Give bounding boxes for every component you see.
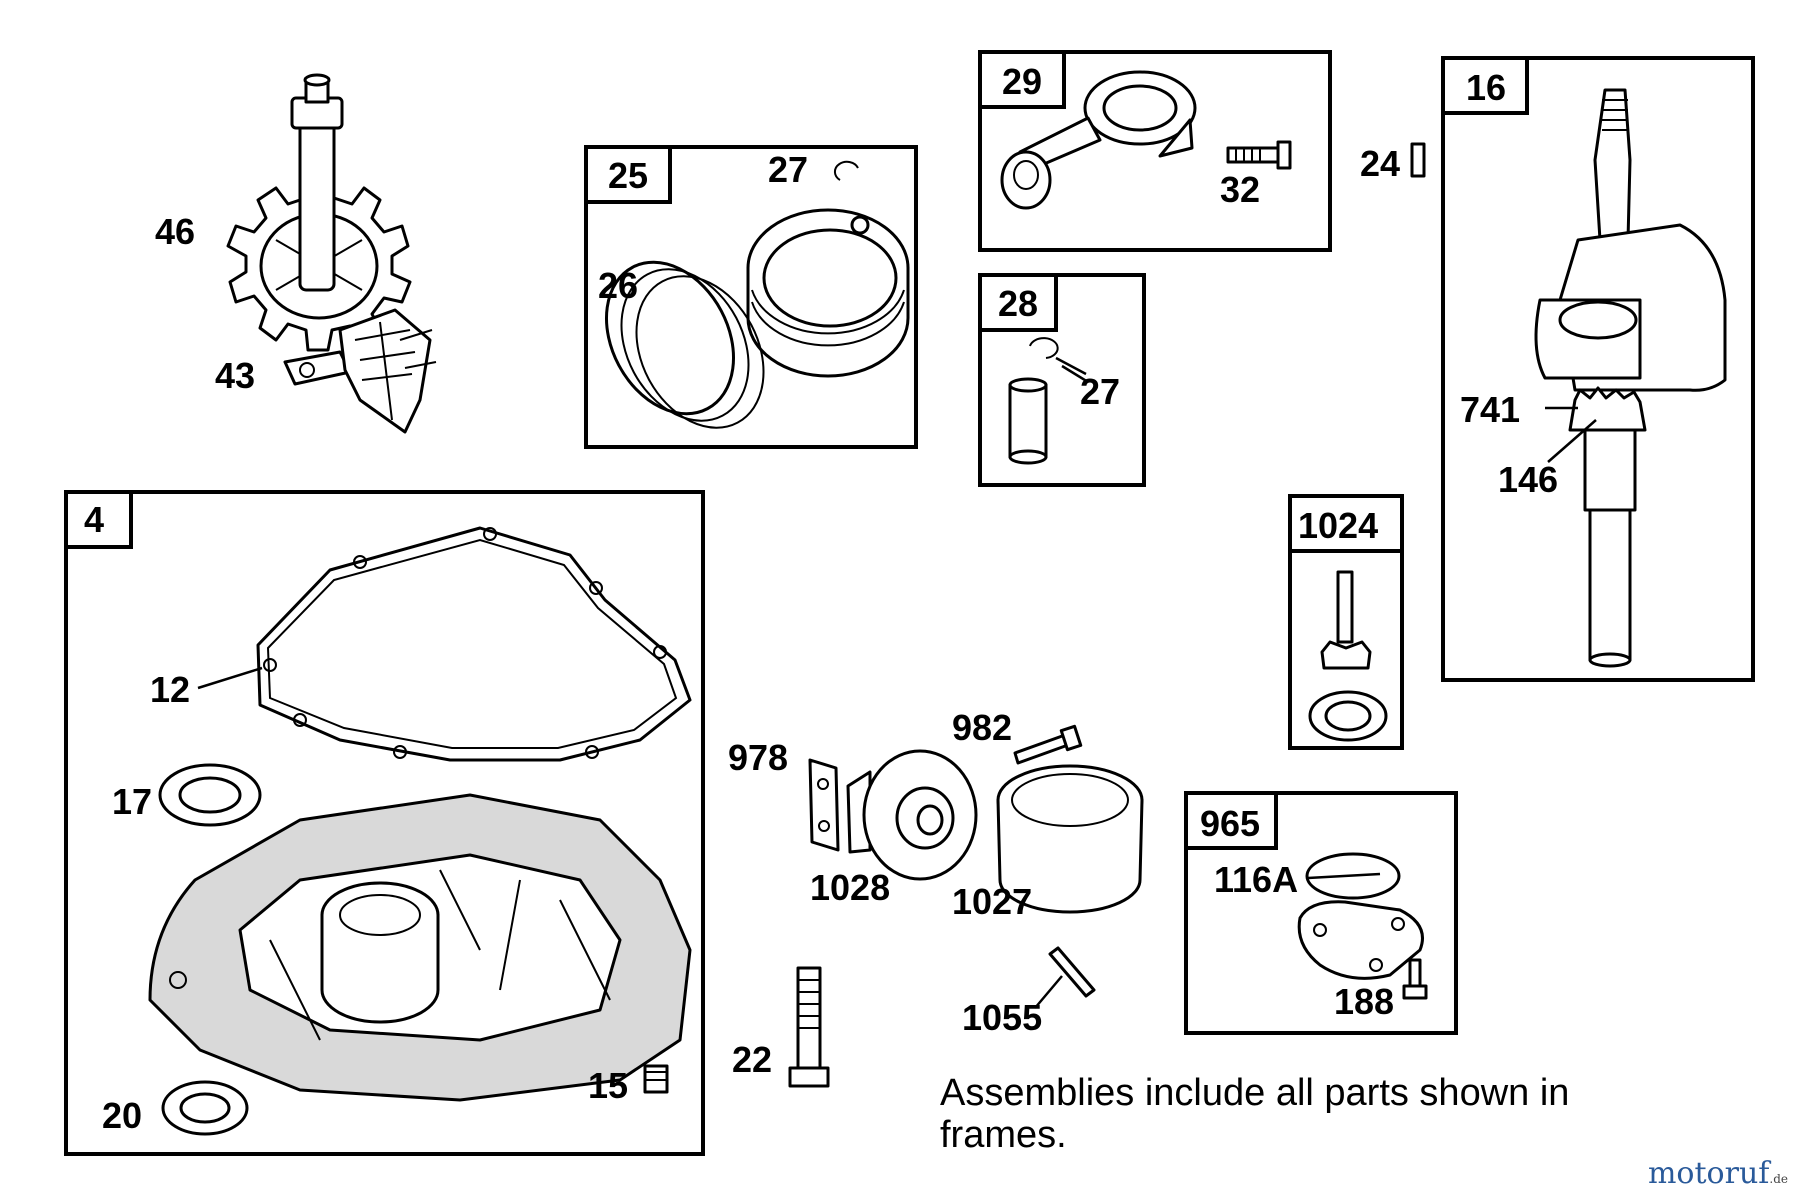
- part-label-32: 32: [1220, 169, 1260, 210]
- oil-pump-part: [1308, 570, 1388, 742]
- pin-retainer-part: [1029, 337, 1059, 359]
- oil-seal-small-part: [161, 1080, 249, 1136]
- crank-key-part: [1410, 142, 1426, 178]
- filter-bolt-part: [1013, 724, 1083, 765]
- part-label-20: 20: [102, 1095, 142, 1136]
- logo-suffix: .de: [1769, 1172, 1788, 1186]
- logo-text: motoruf: [1647, 1156, 1770, 1191]
- part-label-1027: 1027: [952, 881, 1032, 922]
- part-label-17: 17: [112, 781, 152, 822]
- oil-filter-part: [996, 764, 1144, 914]
- piston-rings-part: [604, 260, 765, 429]
- part-label-116a: 116A: [1214, 859, 1298, 900]
- dipstick-tube-pin-part: [1048, 946, 1096, 998]
- part-label-43: 43: [215, 355, 255, 396]
- part-label-1028: 1028: [810, 867, 890, 908]
- filter-adapter-part: [846, 749, 978, 881]
- governor-part: [283, 308, 437, 434]
- oil-seal-part: [158, 763, 262, 827]
- frame-label-4: 4: [84, 499, 104, 540]
- part-label-982: 982: [952, 707, 1012, 748]
- frame-label-29: 29: [1002, 61, 1042, 102]
- piston-pin-part: [1008, 377, 1048, 465]
- rod-bolt-part: [1226, 140, 1292, 170]
- crankshaft-part: [1534, 88, 1727, 668]
- part-label-46: 46: [155, 211, 195, 252]
- retaining-ring-part: [833, 160, 859, 181]
- piston-part: [746, 208, 910, 378]
- part-label-978: 978: [728, 737, 788, 778]
- gasket-part: [256, 526, 692, 762]
- part-label-15: 15: [588, 1065, 628, 1106]
- part-label-27-a: 27: [768, 149, 808, 190]
- frame-label-965: 965: [1200, 803, 1260, 844]
- part-label-1055: 1055: [962, 997, 1042, 1038]
- part-label-12: 12: [150, 669, 190, 710]
- frame-label-25: 25: [608, 155, 648, 196]
- part-label-24: 24: [1360, 143, 1400, 184]
- part-label-188: 188: [1334, 981, 1394, 1022]
- bolt-part: [788, 966, 830, 1088]
- part-label-741: 741: [1460, 389, 1520, 430]
- frame-label-28: 28: [998, 283, 1038, 324]
- assemblies-note: Assemblies include all parts shown in fr…: [940, 1072, 1570, 1156]
- frame-label-16: 16: [1466, 67, 1506, 108]
- part-label-26: 26: [598, 265, 638, 306]
- camshaft-gear-part: [226, 73, 412, 352]
- sump-part: [148, 793, 692, 1102]
- frame-label-1024: 1024: [1298, 505, 1378, 546]
- drain-plug-part: [643, 1064, 669, 1094]
- part-label-22: 22: [732, 1039, 772, 1080]
- part-label-146: 146: [1498, 459, 1558, 500]
- connecting-rod-part: [1000, 70, 1197, 210]
- watermark-logo: motoruf.de: [1648, 1156, 1788, 1191]
- filter-gasket-part: [808, 758, 840, 852]
- part-label-27-b: 27: [1080, 371, 1120, 412]
- pump-cover-part: [1297, 900, 1424, 980]
- cover-screw-part: [1402, 958, 1428, 1000]
